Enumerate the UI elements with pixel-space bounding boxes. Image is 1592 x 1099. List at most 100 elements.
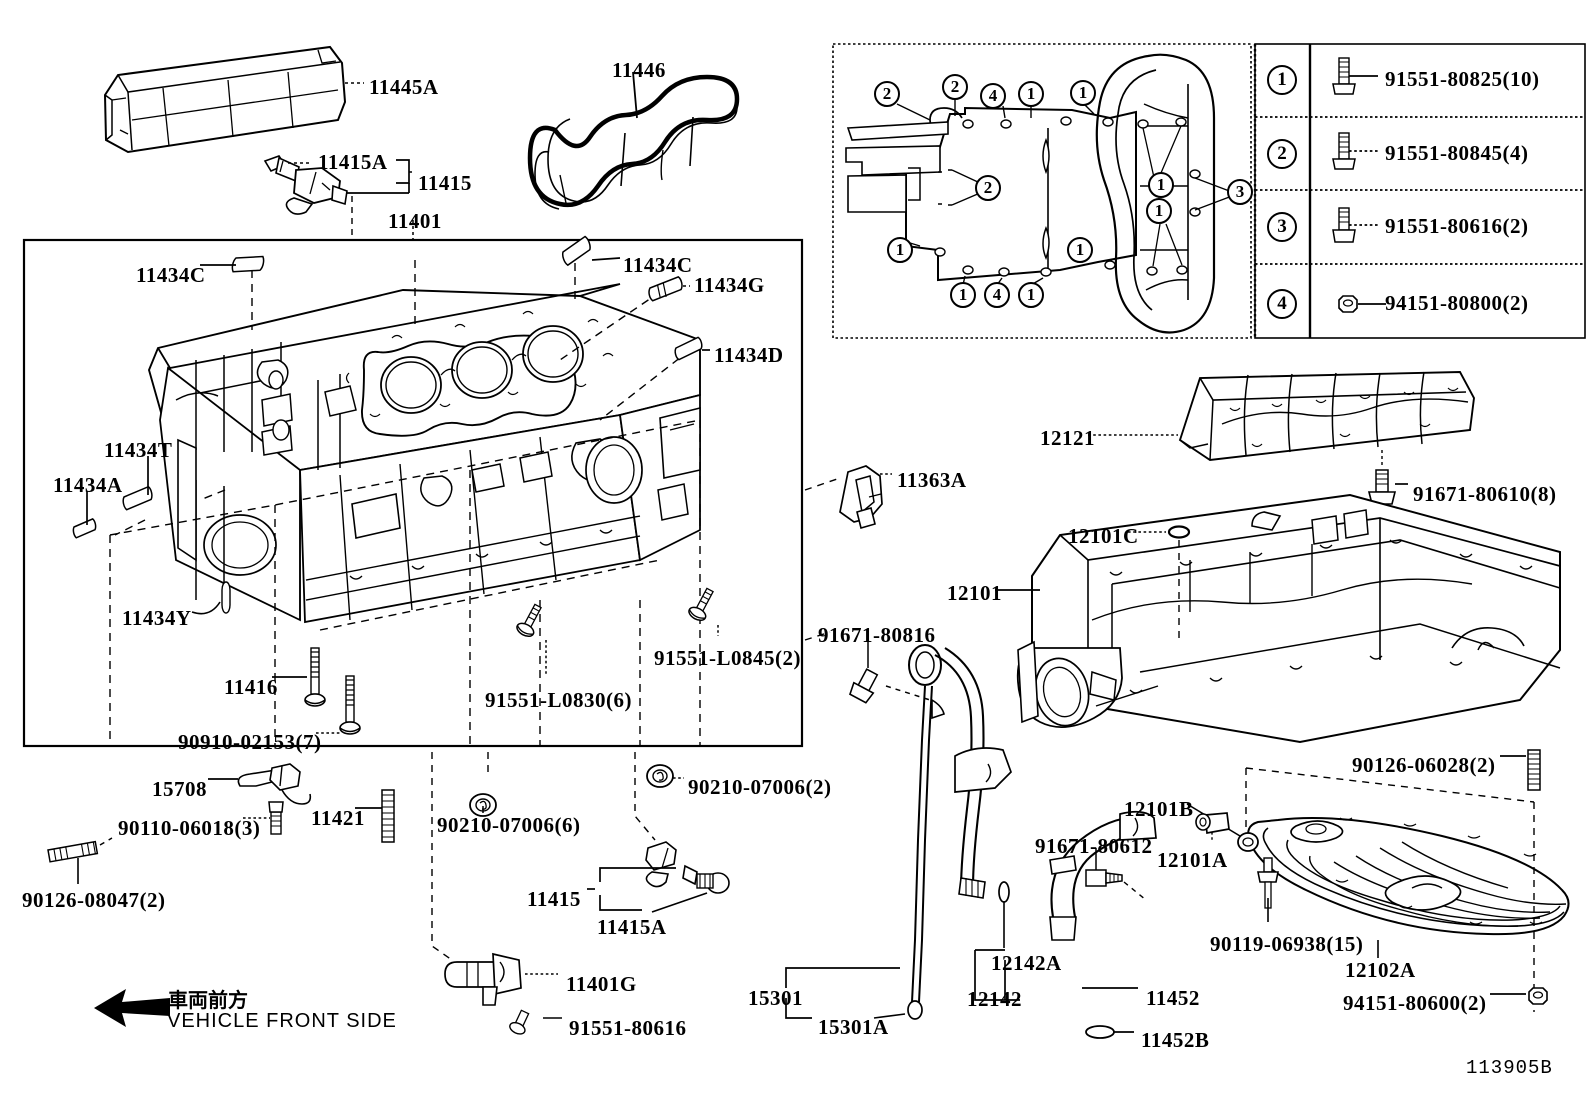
part-label-91671-80612: 91671-80612 bbox=[1035, 834, 1153, 858]
legend-index-4: 4 bbox=[1267, 289, 1297, 319]
legend-part-number-4: 94151-80800(2) bbox=[1385, 291, 1529, 315]
legend-index-2: 2 bbox=[1267, 139, 1297, 169]
part-11363a-mount bbox=[839, 465, 883, 529]
inset-callout-1: 1 bbox=[1018, 81, 1044, 107]
assembly-guides bbox=[109, 260, 701, 746]
part-90110-06018-bolt bbox=[268, 801, 284, 835]
part-label-90210-070066: 90210-07006(6) bbox=[437, 813, 581, 837]
part-12102a-oil-pan-lower bbox=[1247, 817, 1570, 936]
part-12101c-o-ring bbox=[1167, 525, 1191, 539]
part-11421-pin bbox=[381, 789, 395, 843]
part-label-11452B: 11452B bbox=[1141, 1028, 1210, 1052]
inset-callout-4: 4 bbox=[984, 282, 1010, 308]
part-90126-08047-stud bbox=[47, 840, 99, 863]
inset-callout-1: 1 bbox=[1070, 80, 1096, 106]
part-label-94151-806002: 94151-80600(2) bbox=[1343, 991, 1487, 1015]
part-12101-oil-pan-upper bbox=[1016, 493, 1561, 744]
vehicle-front-en: VEHICLE FRONT SIDE bbox=[167, 1010, 397, 1032]
part-label-11421: 11421 bbox=[311, 806, 365, 830]
inset-callout-2: 2 bbox=[942, 74, 968, 100]
part-label-11434C: 11434C bbox=[136, 263, 206, 287]
part-label-11434G: 11434G bbox=[694, 273, 765, 297]
part-91671-80816-bolt bbox=[848, 668, 879, 704]
part-12101b-washer bbox=[1237, 832, 1259, 852]
inset-callout-2: 2 bbox=[975, 175, 1001, 201]
part-label-15708: 15708 bbox=[152, 777, 207, 801]
part-label-91551-L08452: 91551-L0845(2) bbox=[654, 646, 801, 670]
part-94151-80600-nut bbox=[1528, 987, 1548, 1005]
part-label-11415A: 11415A bbox=[318, 150, 388, 174]
part-12142-dipstick-tube bbox=[931, 647, 1012, 903]
part-91671-80612-bolt bbox=[1085, 869, 1123, 887]
assembly-guides-pan bbox=[1245, 767, 1535, 1012]
part-label-12101B: 12101B bbox=[1124, 797, 1194, 821]
legend-part-number-2: 91551-80845(4) bbox=[1385, 141, 1529, 165]
part-11434g bbox=[648, 276, 683, 302]
inset-callout-1: 1 bbox=[1148, 172, 1174, 198]
part-91551-80616-bolt bbox=[509, 1009, 530, 1035]
part-label-12142A: 12142A bbox=[991, 951, 1062, 975]
legend-part-number-3: 91551-80616(2) bbox=[1385, 214, 1529, 238]
part-label-15301A: 15301A bbox=[818, 1015, 889, 1039]
part-label-11415: 11415 bbox=[527, 887, 581, 911]
part-label-11434Y: 11434Y bbox=[122, 606, 192, 630]
part-15708-bracket bbox=[237, 763, 312, 805]
part-11446-gasket bbox=[527, 74, 740, 210]
part-label-11415: 11415 bbox=[418, 171, 472, 195]
part-11434a bbox=[72, 518, 97, 539]
part-label-11401G: 11401G bbox=[566, 972, 637, 996]
part-11401-cylinder-block bbox=[147, 283, 701, 624]
part-label-12102A: 12102A bbox=[1345, 958, 1416, 982]
part-11434y bbox=[221, 581, 231, 614]
part-label-90910-021537: 90910-02153(7) bbox=[178, 730, 322, 754]
part-11452-hose bbox=[1049, 810, 1157, 1039]
part-11434t bbox=[122, 485, 153, 511]
legend-part-number-1: 91551-80825(10) bbox=[1385, 67, 1540, 91]
inset-callout-1: 1 bbox=[887, 237, 913, 263]
inset-callout-1: 1 bbox=[950, 282, 976, 308]
part-11415-bottom bbox=[645, 841, 698, 888]
front-direction-arrow bbox=[94, 989, 170, 1027]
part-90210-07006-washer-2 bbox=[646, 764, 674, 788]
inset-callout-2: 2 bbox=[874, 81, 900, 107]
vehicle-front-jp: 車両前方 bbox=[168, 988, 248, 1012]
part-label-91671-806108: 91671-80610(8) bbox=[1413, 482, 1557, 506]
part-label-11415A: 11415A bbox=[597, 915, 667, 939]
part-15301-dipstick bbox=[907, 644, 942, 1020]
part-label-12101C: 12101C bbox=[1068, 524, 1139, 548]
part-12121-baffle bbox=[1178, 371, 1475, 461]
part-label-11434C: 11434C bbox=[623, 253, 693, 277]
part-label-11363A: 11363A bbox=[897, 468, 967, 492]
part-label-91551-80616: 91551-80616 bbox=[569, 1016, 687, 1040]
part-11415-top bbox=[285, 167, 348, 215]
part-label-11434T: 11434T bbox=[104, 438, 173, 462]
part-label-91551-L08306: 91551-L0830(6) bbox=[485, 688, 632, 712]
part-90126-06028-stud bbox=[1527, 749, 1541, 791]
part-11415a-top bbox=[263, 155, 300, 183]
inset-callout-3: 3 bbox=[1227, 179, 1253, 205]
inset-callout-1: 1 bbox=[1018, 282, 1044, 308]
legend-index-3: 3 bbox=[1267, 212, 1297, 242]
part-label-11401: 11401 bbox=[388, 209, 442, 233]
part-label-12121: 12121 bbox=[1040, 426, 1095, 450]
part-12101a-drain-plug bbox=[1195, 812, 1230, 834]
inset-oil-pan-outline bbox=[845, 53, 1233, 334]
part-label-90126-080472: 90126-08047(2) bbox=[22, 888, 166, 912]
part-label-12142: 12142 bbox=[967, 987, 1022, 1011]
inset-callout-4: 4 bbox=[980, 83, 1006, 109]
legend-table bbox=[1253, 43, 1586, 339]
part-11415a-bottom bbox=[696, 872, 730, 894]
part-91671-80610-bolt bbox=[1367, 469, 1397, 505]
part-label-11434D: 11434D bbox=[714, 343, 784, 367]
inset-callout-1: 1 bbox=[1067, 237, 1093, 263]
part-label-12101A: 12101A bbox=[1157, 848, 1228, 872]
part-label-11446: 11446 bbox=[612, 58, 666, 82]
part-label-90210-070062: 90210-07006(2) bbox=[688, 775, 832, 799]
part-label-90119-0693815: 90119-06938(15) bbox=[1210, 932, 1364, 956]
part-label-15301: 15301 bbox=[748, 986, 803, 1010]
part-11401g-sensor bbox=[444, 952, 522, 1006]
part-label-12101: 12101 bbox=[947, 581, 1002, 605]
part-11445a-oil-baffle bbox=[103, 45, 347, 154]
inset-callout-1: 1 bbox=[1146, 198, 1172, 224]
